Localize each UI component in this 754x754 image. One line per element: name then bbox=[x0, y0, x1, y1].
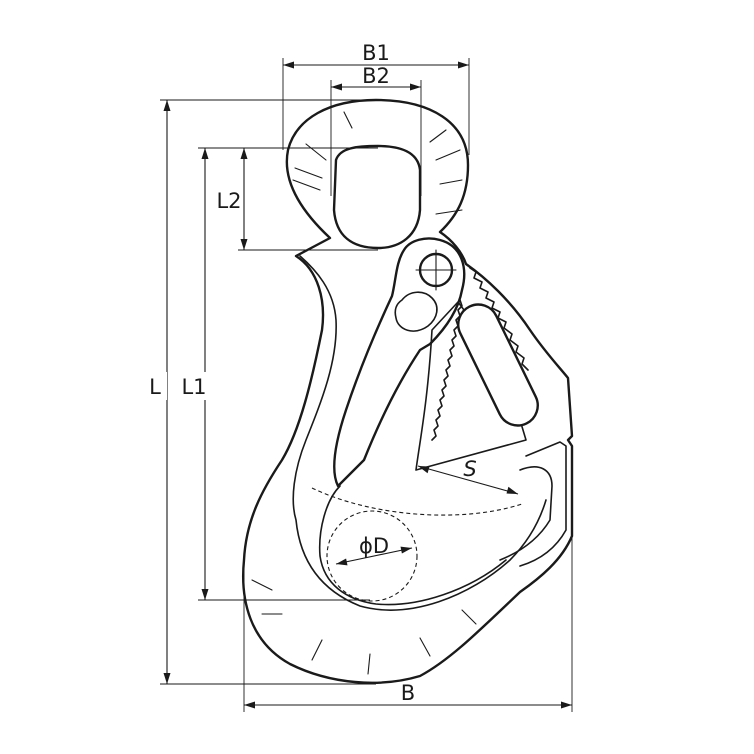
label-b1: B1 bbox=[362, 41, 390, 65]
dimension-b1: B1 bbox=[282, 41, 470, 155]
label-l2: L2 bbox=[216, 189, 241, 213]
latch-arm bbox=[333, 237, 466, 488]
material-diameter-circle bbox=[326, 510, 418, 602]
lower-bevel-ticks bbox=[251, 579, 477, 675]
hook-tip bbox=[519, 441, 567, 567]
eye-bevel-ticks bbox=[292, 111, 463, 215]
latch-window bbox=[457, 303, 539, 427]
throat-hidden-arc bbox=[311, 487, 523, 516]
label-l1: L1 bbox=[181, 375, 206, 399]
dimension-l2: L2 bbox=[216, 147, 378, 251]
label-s: S bbox=[463, 457, 476, 481]
dimension-d: ϕD bbox=[326, 510, 418, 602]
eye-hole bbox=[332, 144, 422, 250]
dimension-s: S bbox=[417, 457, 519, 495]
throat-inner-contour bbox=[318, 485, 507, 606]
dimension-b2: B2 bbox=[330, 64, 422, 196]
label-b: B bbox=[401, 681, 415, 705]
label-l: L bbox=[149, 375, 161, 399]
latch-slot bbox=[394, 291, 438, 332]
dimension-l1: L1 bbox=[181, 147, 370, 601]
label-b2: B2 bbox=[362, 64, 390, 88]
dimension-l: L bbox=[145, 99, 376, 685]
hook-spine-ribs bbox=[469, 267, 529, 371]
hook-tip-inner bbox=[499, 466, 553, 561]
label-phi-d: ϕD bbox=[359, 534, 389, 558]
dimension-b: B bbox=[243, 536, 573, 712]
throat-contour bbox=[292, 255, 547, 611]
hook-body-outline bbox=[242, 98, 574, 684]
